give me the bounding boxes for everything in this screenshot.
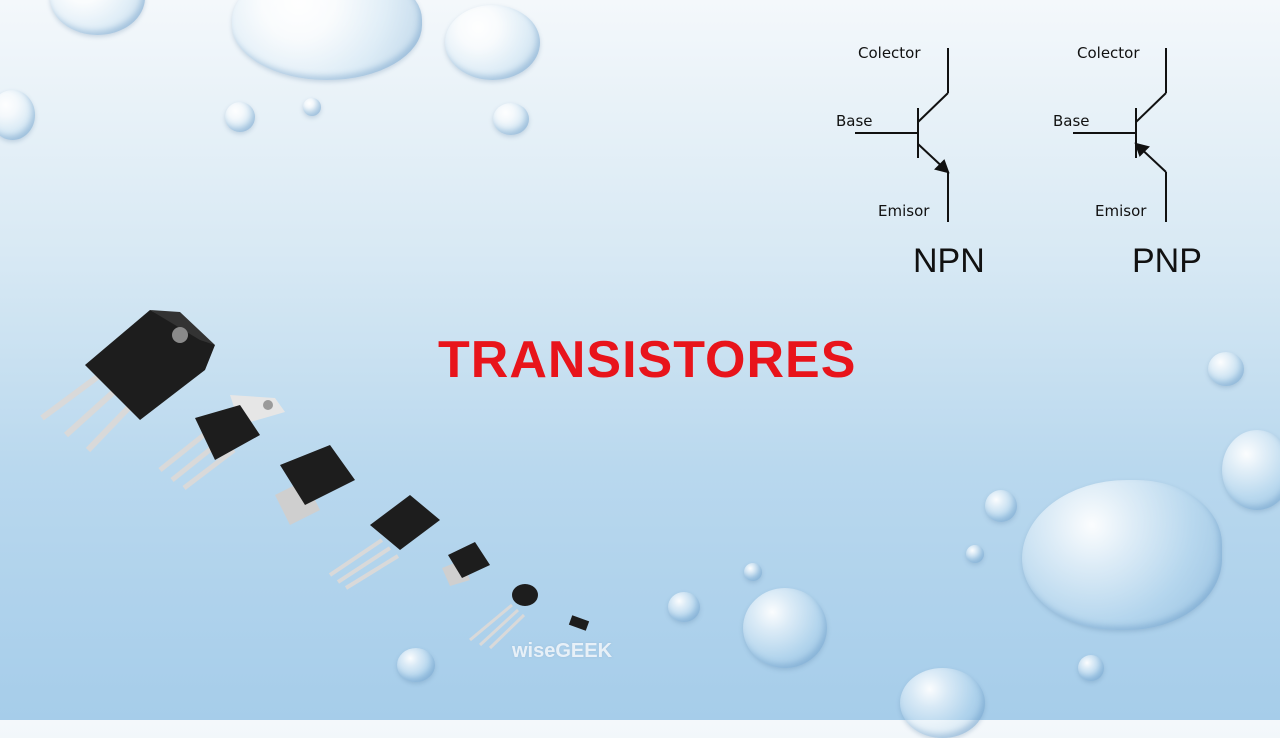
npn-type-label: NPN	[913, 242, 985, 280]
slide-title: TRANSISTORES	[438, 331, 857, 389]
water-drop	[0, 90, 35, 140]
transistor-components-image	[40, 310, 590, 650]
water-drop	[1222, 430, 1280, 510]
water-drop	[668, 592, 700, 622]
transistor-sot23	[568, 615, 590, 631]
water-drop	[445, 5, 540, 80]
water-drop	[985, 490, 1017, 522]
pnp-emitter-label: Emisor	[1095, 202, 1147, 220]
npn-collector-label: Colector	[858, 44, 921, 62]
water-drop	[303, 98, 321, 116]
npn-emitter-label: Emisor	[878, 202, 930, 220]
pnp-type-label: PNP	[1132, 242, 1202, 280]
water-drop	[743, 588, 827, 668]
water-drop	[225, 102, 255, 132]
water-drop	[900, 668, 985, 738]
water-drop	[50, 0, 145, 35]
pnp-collector-label: Colector	[1077, 44, 1140, 62]
transistor-d2pak	[275, 445, 355, 525]
transistor-to247	[40, 310, 215, 453]
transistor-symbols-diagram: Colector Base Emisor NPN Colector Base E…	[820, 30, 1250, 290]
water-drop	[1022, 480, 1222, 630]
water-drop	[744, 563, 762, 581]
transistor-to220	[158, 395, 285, 490]
pnp-base-label: Base	[1053, 112, 1090, 130]
water-drop	[1208, 352, 1244, 386]
water-drop	[232, 0, 422, 80]
npn-symbol	[855, 48, 950, 222]
npn-base-label: Base	[836, 112, 873, 130]
water-drop	[966, 545, 984, 563]
watermark-logo: wiseGEEK	[512, 640, 613, 662]
pnp-symbol	[1073, 48, 1167, 222]
transistor-dpak	[442, 542, 490, 586]
transistor-to92	[469, 584, 538, 650]
transistor-symbols-svg	[855, 48, 1167, 222]
water-drop	[493, 103, 529, 135]
transistor-to126	[328, 495, 440, 590]
water-drop	[397, 648, 435, 682]
water-drop	[1078, 655, 1104, 681]
